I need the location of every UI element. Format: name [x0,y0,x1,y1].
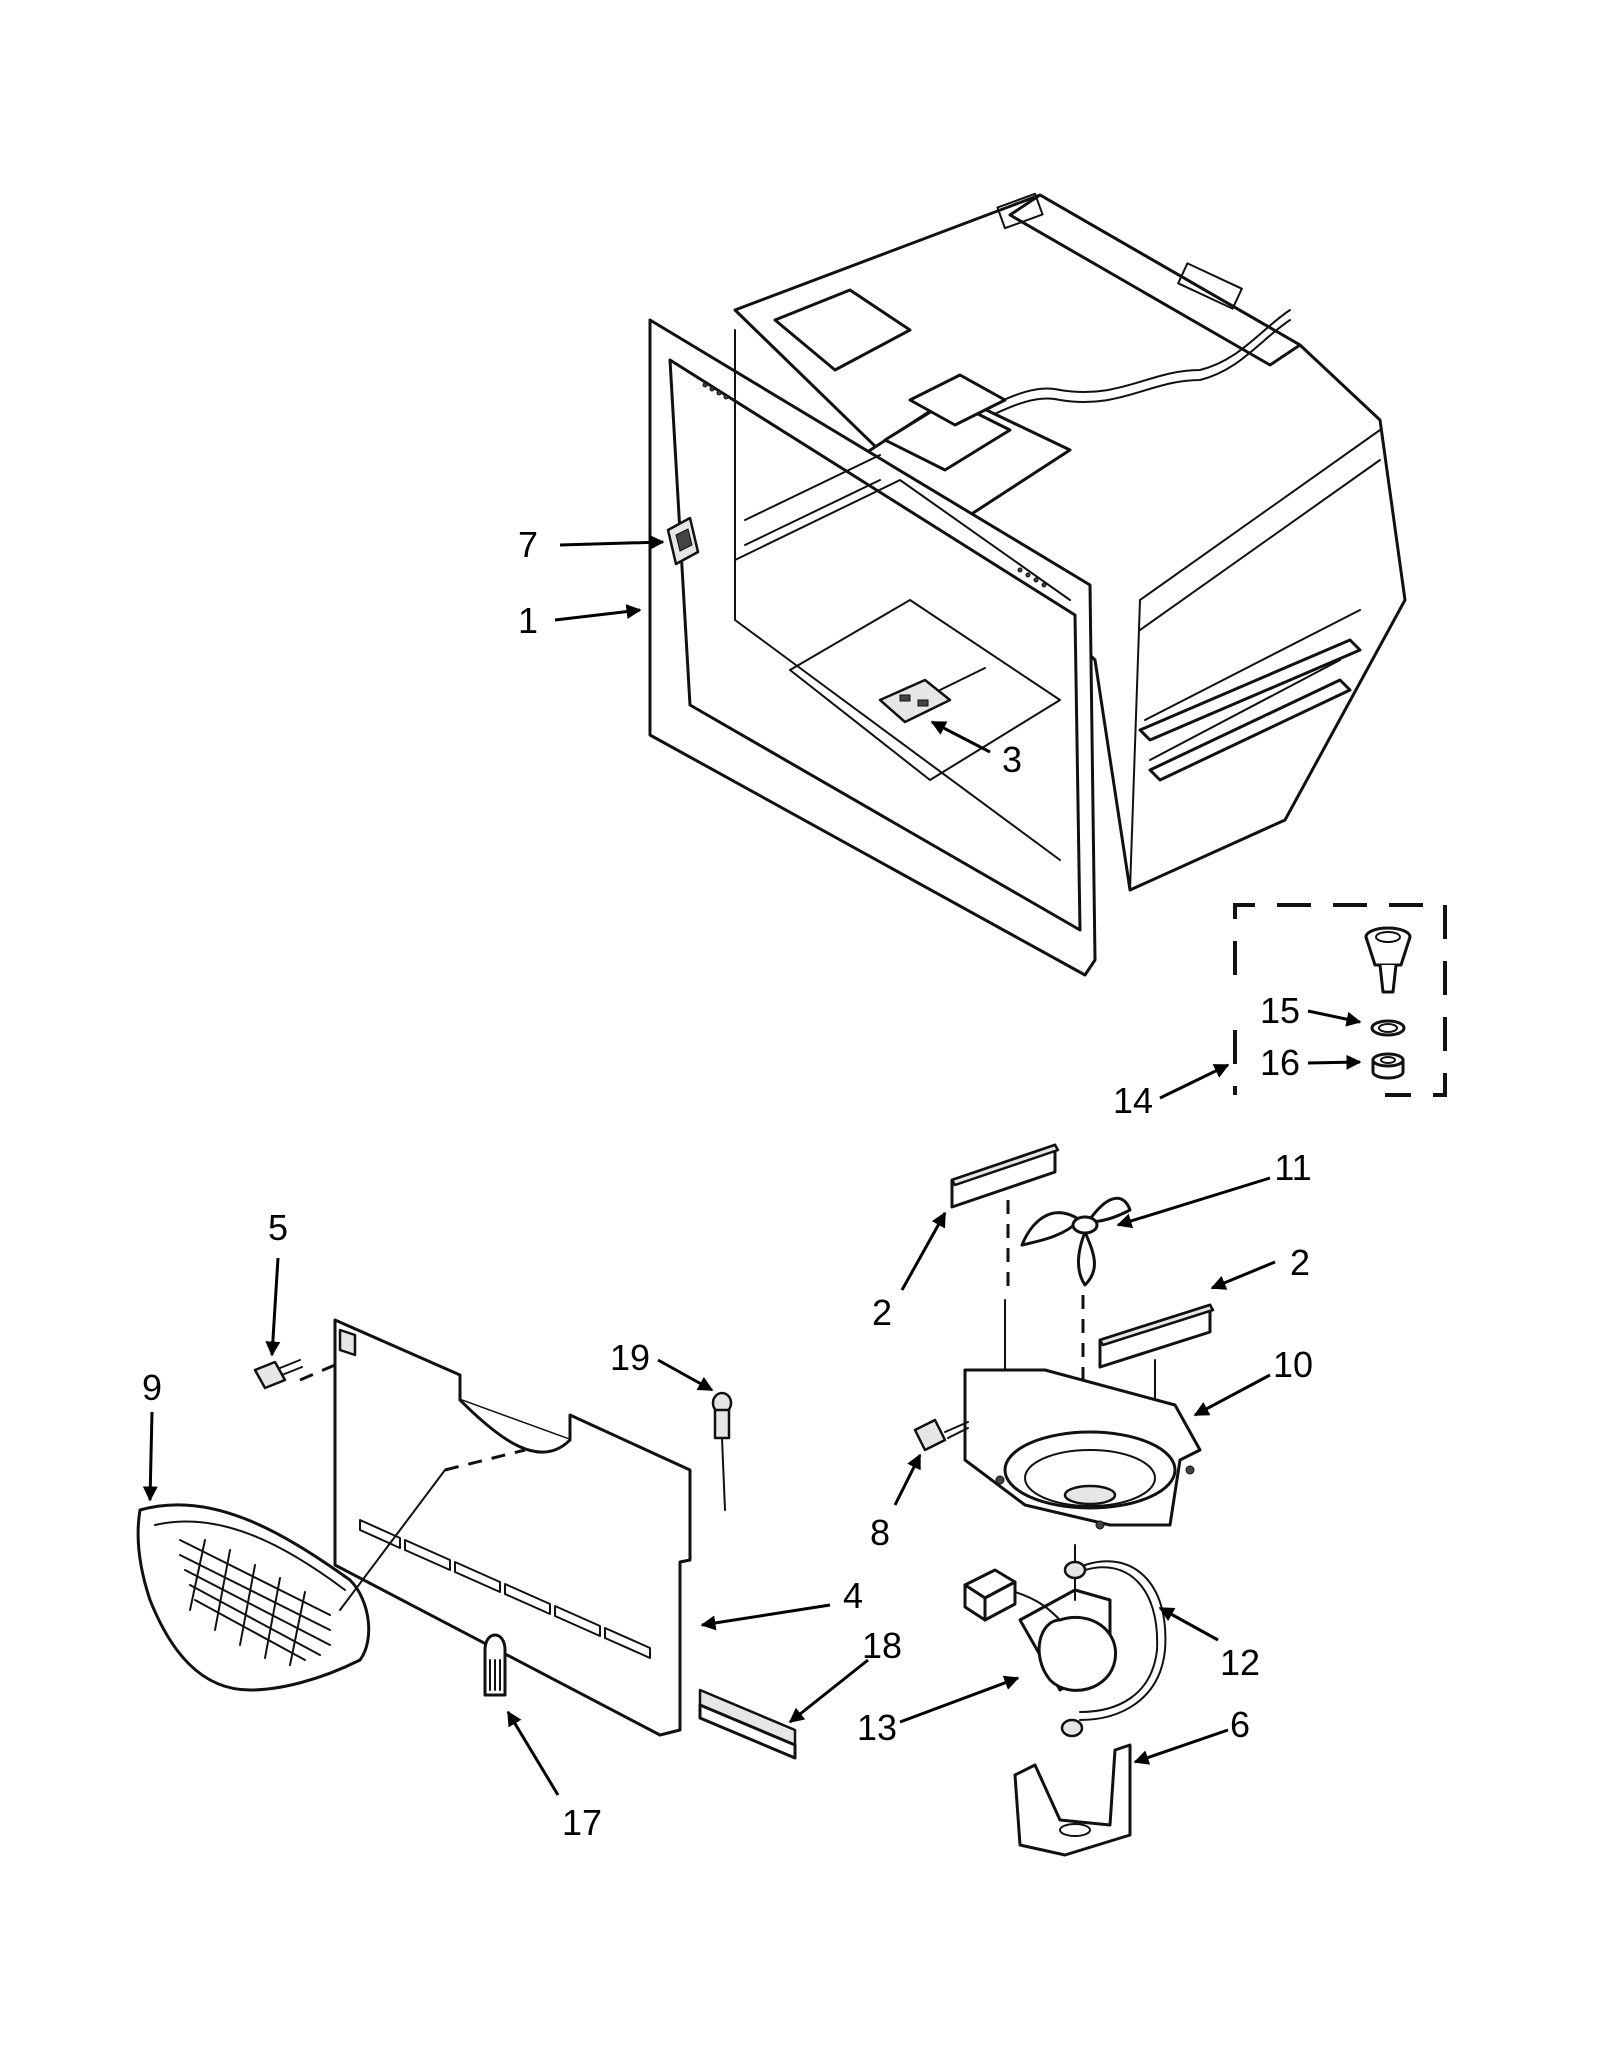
callout-1: 1 [518,600,538,641]
callout-16: 16 [1260,1042,1300,1083]
fan-motor [963,1544,1117,1692]
o-ring [1370,1019,1406,1037]
callout-19: 19 [610,1337,650,1378]
foam-gasket-lower [1098,1303,1215,1369]
callout-3: 3 [1002,739,1022,780]
callout-12: 12 [1220,1642,1260,1683]
foam-strip-18 [698,1688,797,1760]
freezer-liner [648,192,1407,977]
callout-8: 8 [870,1512,890,1553]
air-grille [136,1469,446,1692]
callout-15: 15 [1260,990,1300,1031]
callout-14: 14 [1113,1080,1153,1121]
screw-5 [253,1359,303,1390]
callout-4: 4 [843,1575,863,1616]
callout-2-left: 2 [872,1292,892,1333]
clip-17 [483,1633,507,1697]
fan-blade [1020,1196,1132,1287]
thermistor-19 [711,1391,733,1511]
callout-6: 6 [1230,1704,1250,1745]
fan-shroud [963,1299,1202,1530]
callout-17: 17 [562,1802,602,1843]
door-switch [666,516,700,566]
callout-7: 7 [518,524,538,565]
screw-8 [913,1418,969,1452]
callout-9: 9 [142,1367,162,1408]
washer [1371,1052,1405,1080]
leader-arrows [142,534,1362,1796]
harness-wire [1060,1560,1167,1738]
callout-11: 11 [1274,1147,1311,1188]
foam-gasket-upper [950,1143,1060,1209]
thermistor-sensor [878,667,986,724]
kit-box-14 [1233,903,1447,1097]
callout-5: 5 [268,1207,288,1248]
callout-13: 13 [857,1707,897,1748]
callout-18: 18 [862,1625,902,1666]
evaporator-cover [299,1318,692,1737]
callout-10: 10 [1273,1344,1313,1385]
valve-fitting [1364,926,1412,994]
callout-labels: 7 1 3 15 16 14 11 2 2 10 8 12 13 6 5 9 1… [142,524,1313,1843]
callout-2-right: 2 [1290,1242,1310,1283]
motor-bracket [1013,1743,1132,1857]
